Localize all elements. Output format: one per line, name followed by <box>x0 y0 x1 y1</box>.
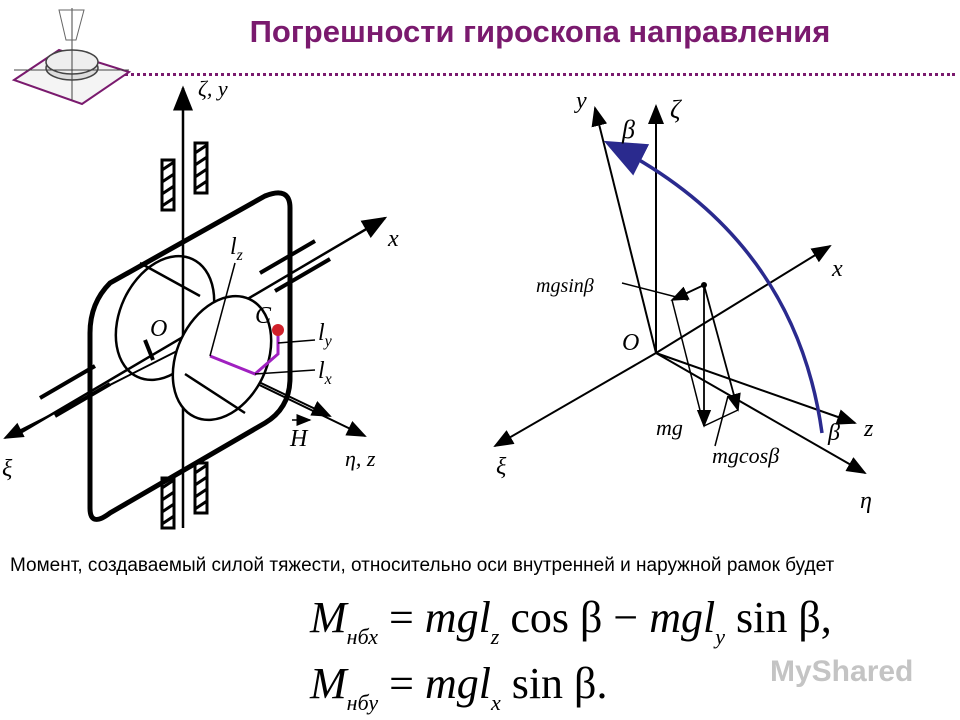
gyroscope-logo-icon <box>11 8 132 106</box>
label-xi-left: ξ <box>2 456 13 482</box>
mass-point <box>272 324 284 336</box>
label-mg: mg <box>656 415 683 440</box>
label-lx: lx <box>318 358 332 388</box>
axis-x-right <box>655 244 832 354</box>
label-O-right: O <box>622 330 639 356</box>
force-mgcos <box>703 284 741 412</box>
label-mgsin: mgsinβ <box>536 275 594 297</box>
label-x-left: x <box>387 226 399 252</box>
label-z-right: z <box>863 416 874 442</box>
label-eta-right: η <box>860 488 872 514</box>
formula-mnbx: Mнбх = mglz cos β − mgly sin β, <box>310 593 832 649</box>
label-beta-bottom: β <box>827 420 840 446</box>
force-decomposition-diagram: y ζ β x mgsinβ O mg β z ξ mgcosβ η <box>493 88 874 514</box>
label-H: H <box>289 426 309 452</box>
label-lz: lz <box>230 234 244 264</box>
axis-y-right <box>591 106 657 354</box>
rotor-front <box>171 294 273 422</box>
label-beta-top: β <box>621 115 635 144</box>
formula-mnby: Mнбу = mglx sin β. <box>310 659 608 715</box>
label-mgcos: mgcosβ <box>712 443 779 468</box>
label-zeta-right: ζ <box>670 95 682 124</box>
watermark-logo: MyShared <box>770 655 914 688</box>
page-title: Погрешности гироскопа направления <box>249 14 831 49</box>
outer-frame <box>87 190 293 522</box>
label-x-right: x <box>831 256 843 282</box>
top-bearing <box>160 141 209 212</box>
label-C: C <box>255 303 272 329</box>
axis-xi-right <box>493 352 657 448</box>
label-y-right: y <box>574 88 587 114</box>
label-xi-right: ξ <box>496 454 507 480</box>
label-zeta-y: ζ, y <box>198 78 228 101</box>
title-divider <box>120 73 955 76</box>
axis-z-right <box>655 352 857 425</box>
moment-caption: Момент, создаваемый силой тяжести, относ… <box>10 555 835 576</box>
bottom-bearing <box>160 461 209 530</box>
label-O-left: O <box>150 316 167 342</box>
label-ly: ly <box>318 320 333 350</box>
label-eta-z: η, z <box>345 446 376 471</box>
gyroscope-frame-diagram: ζ, y x ξ η, z O C lz ly lx H <box>2 78 399 530</box>
rotation-arc <box>603 140 824 434</box>
